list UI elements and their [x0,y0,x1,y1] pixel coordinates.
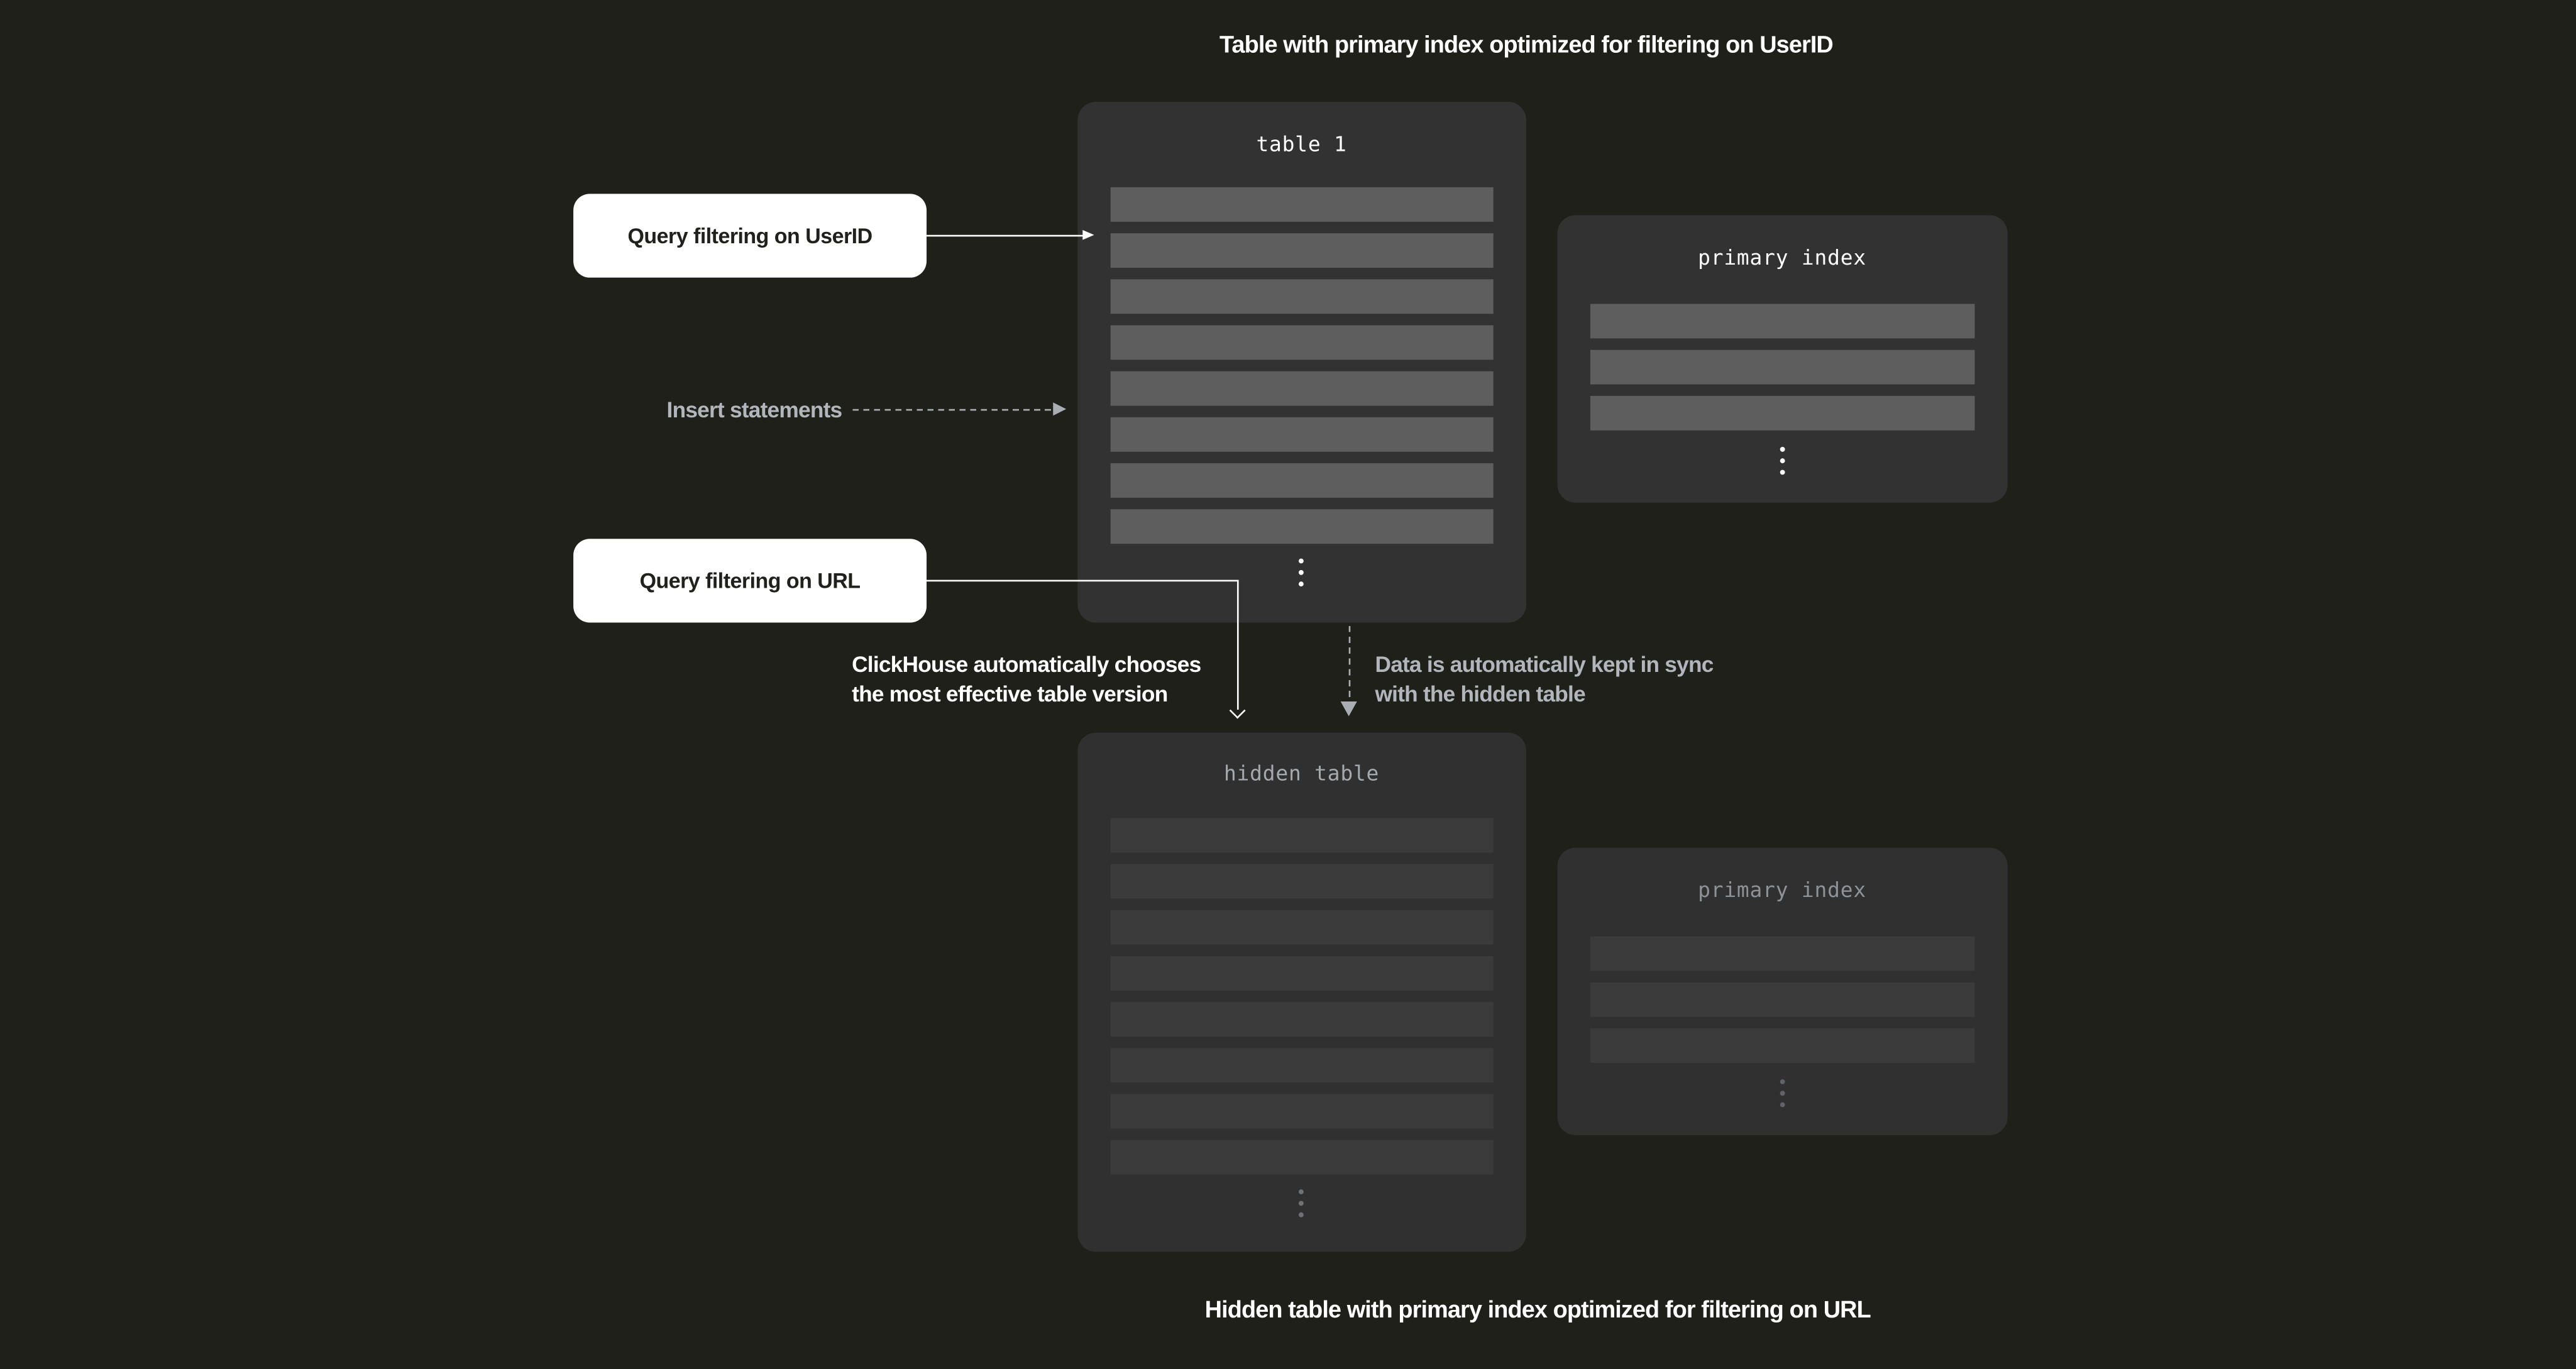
insert-statements-label: Insert statements [666,397,843,422]
chooses-line1: ClickHouse automatically chooses [852,652,1201,677]
sync-line2: with the hidden table [1375,681,1586,706]
url-arrow-horizontal-line [927,579,1238,581]
table1-panel: table 1 [1077,102,1526,623]
hidden-table-title: hidden table [1223,759,1380,784]
hidden-table-panel: hidden table [1077,732,1526,1252]
top-caption: Table with primary index optimized for f… [1219,33,1834,60]
sync-line1: Data is automatically kept in sync [1375,652,1714,677]
url-arrow-vertical-line [1236,579,1238,709]
ellipsis-icon [1780,1078,1785,1113]
chooses-annotation: ClickHouse automatically chooses the mos… [852,651,1201,708]
table-row [1110,1002,1493,1037]
table-row [1589,304,1975,338]
url-arrowhead-icon [1230,702,1245,718]
primary-index-top-title: primary index [1698,245,1866,270]
hidden-table-rows [1110,818,1493,1186]
table-row [1110,818,1493,853]
bottom-caption: Hidden table with primary index optimize… [1204,1297,1871,1324]
table-row [1110,279,1493,314]
table-row [1110,463,1493,498]
sync-arrowhead-icon [1341,701,1358,717]
query-userid-label: Query filtering on UserID [573,194,927,277]
table-row [1110,325,1493,360]
table1-rows [1110,187,1493,555]
table-row [1589,349,1975,384]
table1-title: table 1 [1256,131,1347,157]
table-row [1110,371,1493,406]
table-row [1110,1048,1493,1083]
table-row [1589,982,1975,1016]
query-url-label: Query filtering on URL [573,539,927,622]
userid-arrowhead-icon [1082,229,1094,239]
table-row [1110,1094,1493,1129]
primary-index-bottom-title: primary index [1698,877,1866,902]
ellipsis-icon [1780,446,1785,481]
table-row [1110,956,1493,991]
sync-annotation: Data is automatically kept in sync with … [1375,651,1714,708]
primary-index-top-panel: primary index [1557,215,2007,503]
table-row [1110,910,1493,945]
table-row [1110,1140,1493,1175]
query-url-label-text: Query filtering on URL [639,568,861,593]
sync-arrow-dashed-line [1348,625,1351,701]
table-row [1589,395,1975,430]
table-row [1110,509,1493,544]
ellipsis-icon [1299,558,1304,593]
chooses-line2: the most effective table version [852,681,1168,706]
primary-index-bottom-rows [1589,936,1975,1075]
insert-arrowhead-icon [1053,402,1067,416]
primary-index-top-rows [1589,304,1975,443]
ellipsis-icon [1299,1189,1304,1224]
table-row [1110,187,1493,222]
primary-index-bottom-panel: primary index [1557,847,2007,1135]
table-row [1110,864,1493,899]
insert-arrow-dashed-line [852,408,1054,412]
table-row [1589,1028,1975,1062]
userid-arrow-line [927,234,1084,237]
table-row [1589,936,1975,970]
query-userid-label-text: Query filtering on UserID [627,223,873,248]
table-row [1110,417,1493,452]
table-row [1110,233,1493,268]
